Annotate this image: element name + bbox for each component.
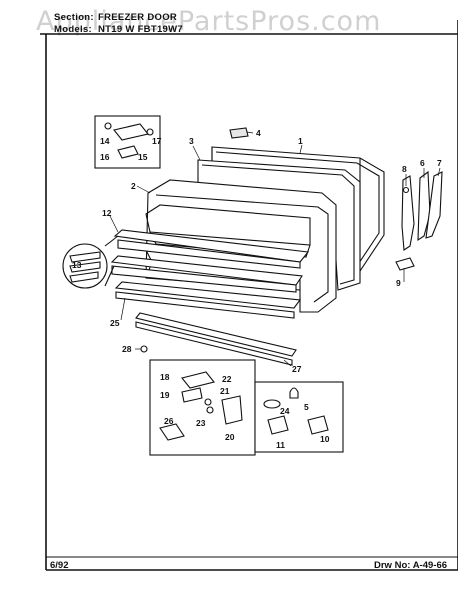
callout-28: 28: [122, 344, 132, 354]
callout-27: 27: [292, 364, 302, 374]
callout-12: 12: [102, 208, 112, 218]
top-hinge-box: [94, 115, 161, 169]
callout-18: 18: [160, 372, 170, 382]
callout-3: 3: [189, 136, 194, 146]
detail-circle: [62, 235, 119, 289]
callout-17: 17: [152, 136, 162, 146]
section-value: FREEZER DOOR: [98, 12, 178, 23]
footer-date: 6/92: [50, 560, 69, 571]
leader-lines: [109, 131, 441, 367]
screw-28: [140, 345, 148, 353]
footer-drawing-number: Drw No: A-49-66: [374, 560, 448, 571]
callout-14: 14: [100, 136, 110, 146]
section-label: Section:: [54, 12, 94, 23]
callout-4: 4: [256, 128, 261, 138]
callout-20: 20: [225, 432, 235, 442]
callout-25: 25: [110, 318, 120, 328]
callout-23: 23: [196, 418, 206, 428]
callout-21: 21: [220, 386, 230, 396]
models-label: Models:: [54, 24, 92, 35]
callout-22: 22: [222, 374, 232, 384]
hardware-box: [254, 381, 344, 453]
callout-2: 2: [131, 181, 136, 191]
models-value: NT19 W FBT19W7: [98, 24, 183, 35]
lower-trim-strip: [135, 312, 297, 366]
callout-11: 11: [276, 440, 285, 450]
right-hinge-brackets: [395, 170, 443, 271]
callout-24: 24: [280, 406, 290, 416]
callout-19: 19: [160, 390, 170, 400]
callout-8: 8: [402, 164, 407, 174]
callout-13: 13: [72, 260, 82, 270]
callout-16: 16: [100, 152, 110, 162]
callout-26: 26: [164, 416, 174, 426]
callout-9: 9: [396, 278, 401, 288]
callout-1: 1: [298, 136, 303, 146]
door-bottom-bar: [114, 281, 302, 319]
callout-labels: 1 2 3 4 5 6 7 8 9 10 11 12 13 14 15 16 1…: [72, 128, 442, 450]
handle-piece: [229, 127, 249, 139]
watermark: AppliancePartsPros.com: [36, 6, 382, 37]
callout-15: 15: [138, 152, 148, 162]
callout-7: 7: [437, 158, 442, 168]
callout-10: 10: [320, 434, 330, 444]
callout-6: 6: [420, 158, 425, 168]
drawing-frame: [40, 20, 458, 571]
door-shelf-rail: [110, 229, 310, 293]
callout-5: 5: [304, 402, 309, 412]
